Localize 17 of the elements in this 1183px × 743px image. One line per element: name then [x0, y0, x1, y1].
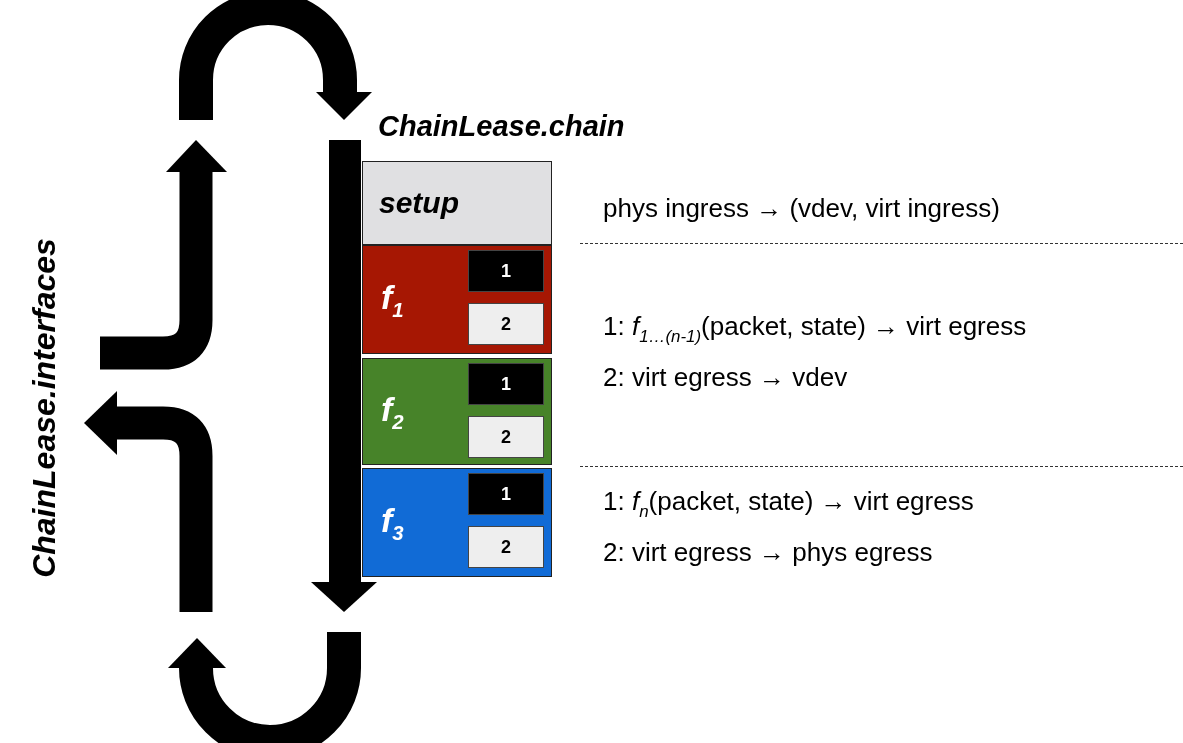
mapping-text: 1: f$_{n}$(packet, state) → virt egress [603, 486, 974, 522]
slot-box: 2 [468, 416, 544, 458]
mapping-text: 2: virt egress → phys egress [603, 536, 933, 568]
function-block: f$_{1}$ 1 2 [362, 245, 552, 354]
slot-box: 2 [468, 526, 544, 568]
mapping-text: 2: virt egress → vdev [603, 361, 848, 393]
interfaces-label: ChainLease.interfaces [25, 238, 63, 578]
stack-heading: ChainLease.chain [378, 110, 625, 143]
slot-box: 1 [468, 473, 544, 515]
slot-box: 1 [468, 250, 544, 292]
function-block: f$_{3}$ 1 2 [362, 468, 552, 577]
setup-block: setup [362, 161, 552, 245]
mapping-text: phys ingress → (vdev, virt ingress) [603, 192, 1000, 224]
slot-box: 1 [468, 363, 544, 405]
mapping-text: 1: f$_{1…(n-1)}$(packet, state) → virt egress [603, 311, 1027, 347]
function-block: f$_{2}$ 1 2 [362, 358, 552, 465]
slot-box: 2 [468, 303, 544, 345]
